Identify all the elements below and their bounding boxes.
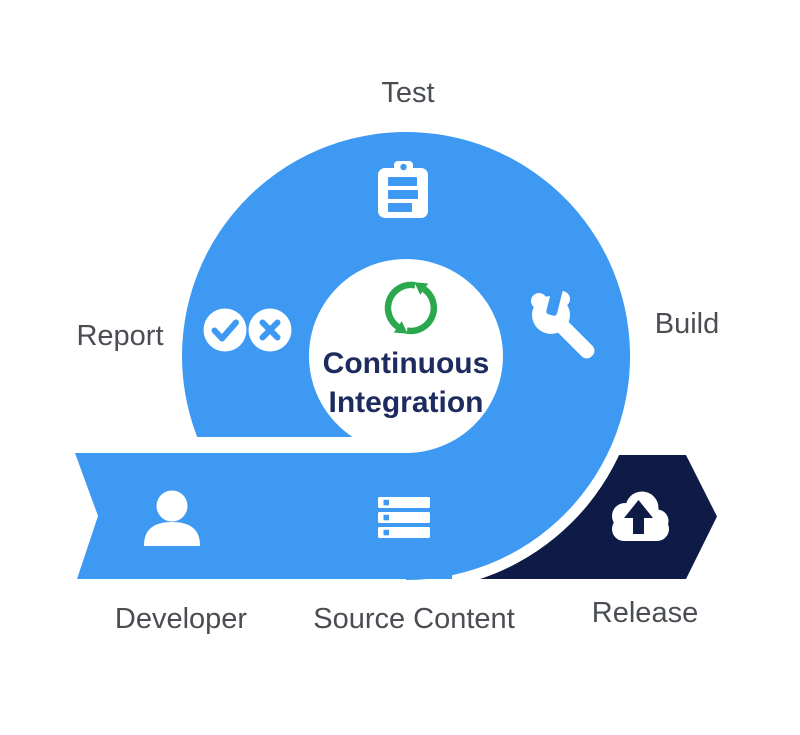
stage-label-test: Test xyxy=(381,77,434,109)
clipboard-icon xyxy=(378,161,428,218)
server-stack-icon xyxy=(378,497,430,538)
check-circle-icon xyxy=(203,308,247,352)
center-title-line1: Continuous xyxy=(323,347,490,380)
ci-loop-shape xyxy=(75,132,631,581)
stage-label-release: Release xyxy=(592,597,698,629)
wrench-icon xyxy=(531,284,595,359)
stage-label-build: Build xyxy=(655,308,720,340)
cloud-upload-icon xyxy=(612,491,669,541)
stage-label-report: Report xyxy=(76,320,163,352)
cross-circle-icon xyxy=(248,308,292,352)
sync-arrows-icon xyxy=(384,281,438,335)
center-title-line2: Integration xyxy=(329,386,484,419)
stage-label-developer: Developer xyxy=(115,603,248,635)
person-icon xyxy=(144,490,200,546)
stage-label-source-content: Source Content xyxy=(313,603,515,635)
check-and-cross-icons xyxy=(203,308,292,352)
